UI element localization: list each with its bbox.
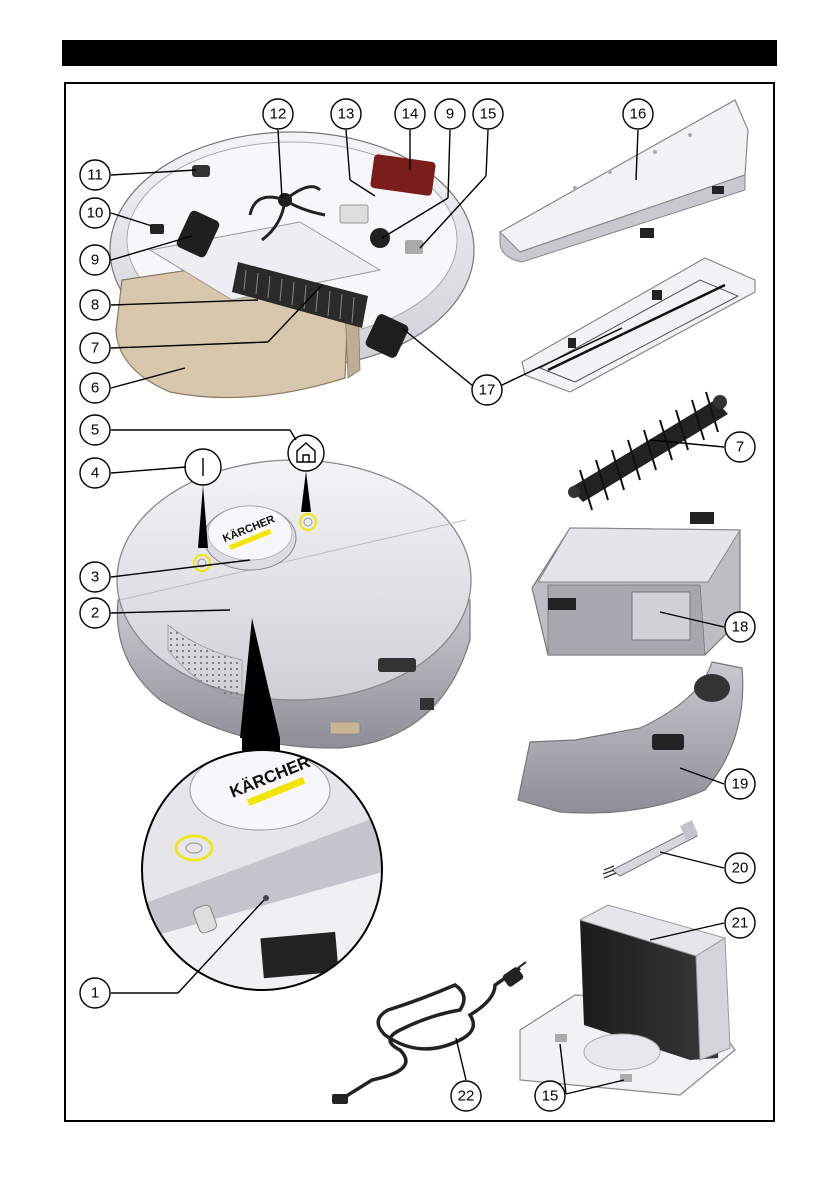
- cleaning-tool: [603, 820, 698, 878]
- callout-17: 17: [472, 375, 502, 405]
- callout-3: 3: [80, 562, 110, 592]
- callout-10: 10: [80, 198, 110, 228]
- callout-19: 19: [725, 769, 755, 799]
- callout-15b: 15: [535, 1081, 565, 1111]
- svg-text:17: 17: [479, 382, 496, 399]
- svg-text:8: 8: [91, 297, 99, 314]
- svg-text:1: 1: [91, 985, 99, 1002]
- callout-22: 22: [451, 1081, 481, 1111]
- svg-text:22: 22: [458, 1088, 475, 1105]
- power-cord: [332, 962, 526, 1104]
- svg-text:12: 12: [270, 106, 287, 123]
- svg-text:7: 7: [91, 340, 99, 357]
- svg-text:2: 2: [91, 605, 99, 622]
- callout-12: 12: [263, 99, 293, 129]
- front-caster: [370, 228, 390, 248]
- callout-9b: 9: [435, 99, 465, 129]
- brush-cover: [522, 258, 755, 392]
- callout-20: 20: [725, 853, 755, 883]
- svg-text:9: 9: [446, 106, 454, 123]
- svg-text:14: 14: [402, 106, 419, 123]
- base-station: [520, 905, 735, 1095]
- svg-text:15: 15: [542, 1088, 559, 1105]
- callout-14: 14: [395, 99, 425, 129]
- callout-7: 7: [80, 333, 110, 363]
- callout-9: 9: [80, 245, 110, 275]
- svg-text:7: 7: [736, 439, 744, 456]
- main-brush-spare: [568, 392, 728, 510]
- bumper-latch: [378, 658, 416, 672]
- svg-text:9: 9: [91, 252, 99, 269]
- svg-text:15: 15: [480, 106, 497, 123]
- callout-11: 11: [80, 160, 110, 190]
- svg-text:11: 11: [87, 167, 103, 184]
- svg-text:6: 6: [91, 380, 99, 397]
- callout-7b: 7: [725, 432, 755, 462]
- callout-8: 8: [80, 290, 110, 320]
- svg-text:3: 3: [91, 569, 99, 586]
- svg-text:4: 4: [91, 465, 99, 482]
- callout-4: 4: [80, 458, 110, 488]
- svg-text:19: 19: [732, 776, 749, 793]
- svg-text:21: 21: [732, 915, 749, 932]
- svg-text:20: 20: [732, 860, 749, 877]
- callout-15: 15: [473, 99, 503, 129]
- mop-holder: [500, 100, 748, 262]
- svg-text:16: 16: [630, 106, 647, 123]
- callout-1: 1: [80, 978, 110, 1008]
- callout-13: 13: [331, 99, 361, 129]
- callout-21: 21: [725, 908, 755, 938]
- callout-5: 5: [80, 415, 110, 445]
- svg-text:13: 13: [338, 106, 355, 123]
- robot-top: KÄRCHER: [117, 460, 471, 748]
- svg-text:5: 5: [91, 422, 99, 439]
- callout-16: 16: [623, 99, 653, 129]
- water-tank: [518, 662, 743, 813]
- callout-2: 2: [80, 598, 110, 628]
- svg-text:10: 10: [87, 205, 104, 222]
- dust-container: [532, 512, 740, 655]
- svg-text:18: 18: [732, 619, 749, 636]
- callout-18: 18: [725, 612, 755, 642]
- callout-6: 6: [80, 373, 110, 403]
